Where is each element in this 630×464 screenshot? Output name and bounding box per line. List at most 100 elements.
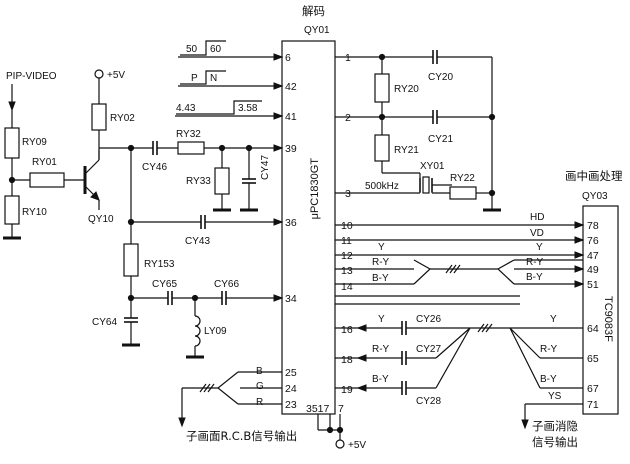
- svg-text:RY02: RY02: [110, 113, 135, 124]
- svg-text:3: 3: [345, 188, 351, 200]
- svg-text:RY01: RY01: [32, 157, 57, 168]
- svg-text:14: 14: [341, 281, 353, 293]
- svg-text:CY26: CY26: [416, 314, 441, 325]
- svg-text:RY20: RY20: [394, 84, 419, 95]
- svg-text:34: 34: [285, 293, 297, 305]
- svg-text:HD: HD: [530, 212, 544, 223]
- svg-text:23: 23: [285, 399, 297, 411]
- svg-text:Y: Y: [536, 242, 543, 253]
- inductor-LY09: [194, 315, 201, 347]
- svg-text:RY33: RY33: [186, 176, 211, 187]
- svg-text:CY21: CY21: [428, 134, 453, 145]
- svg-text:13: 13: [341, 265, 353, 277]
- capacitor-CY47-label: CY47: [260, 155, 271, 180]
- decoder-part: μPC1830GT: [309, 158, 321, 220]
- decoder-ic-body: [281, 40, 336, 415]
- svg-text:76: 76: [587, 235, 599, 247]
- svg-text:G: G: [256, 381, 264, 392]
- svg-text:500kHz: 500kHz: [365, 181, 399, 192]
- svg-text:Y: Y: [378, 314, 385, 325]
- svg-text:B-Y: B-Y: [526, 272, 543, 283]
- control-input-6: 50 60: [178, 40, 284, 61]
- resistor-RY22: [449, 186, 477, 200]
- svg-text:10: 10: [341, 220, 353, 232]
- pip-title: 画中画处理: [565, 169, 623, 183]
- svg-text:B-Y: B-Y: [372, 273, 389, 284]
- svg-text:47: 47: [587, 250, 599, 262]
- svg-text:1: 1: [345, 52, 351, 64]
- resistor-RY01: [29, 172, 65, 188]
- svg-text:36: 36: [285, 217, 297, 229]
- svg-text:B-Y: B-Y: [372, 374, 389, 385]
- svg-text:RY09: RY09: [22, 137, 47, 148]
- svg-text:R-Y: R-Y: [540, 344, 558, 355]
- decoder-title: 解码: [302, 4, 325, 18]
- svg-text:CY66: CY66: [214, 279, 239, 290]
- pip-ic-body: [582, 205, 619, 415]
- pip-ref: QY03: [582, 191, 608, 202]
- svg-text:24: 24: [285, 383, 297, 395]
- svg-text:64: 64: [587, 323, 599, 335]
- svg-text:RY153: RY153: [144, 259, 175, 270]
- svg-text:12: 12: [341, 250, 353, 262]
- svg-text:RY22: RY22: [450, 173, 475, 184]
- svg-text:CY65: CY65: [152, 279, 177, 290]
- svg-text:18: 18: [341, 354, 353, 366]
- blank-output-label-2: 信号输出: [532, 435, 578, 449]
- resistor-RY32: [177, 141, 205, 155]
- svg-text:16: 16: [341, 324, 353, 336]
- svg-text:Y: Y: [378, 242, 385, 253]
- svg-text:65: 65: [587, 353, 599, 365]
- blank-output-label-1: 子画消隐: [532, 419, 578, 433]
- pip-part: TC9083F: [602, 296, 614, 342]
- svg-text:60: 60: [210, 44, 222, 55]
- svg-text:N: N: [210, 73, 217, 84]
- svg-text:CY43: CY43: [185, 236, 210, 247]
- svg-text:+5V: +5V: [107, 70, 125, 81]
- svg-text:4.43: 4.43: [176, 103, 196, 114]
- svg-text:67: 67: [587, 383, 599, 395]
- svg-text:RY32: RY32: [176, 129, 201, 140]
- svg-text:2: 2: [345, 112, 351, 124]
- svg-text:R-Y: R-Y: [372, 344, 390, 355]
- svg-text:RY10: RY10: [22, 207, 47, 218]
- plus5v-top-terminal: [94, 69, 104, 79]
- svg-text:78: 78: [587, 220, 599, 232]
- svg-text:3.58: 3.58: [238, 103, 258, 114]
- svg-text:49: 49: [587, 264, 599, 276]
- resistor-RY10: [4, 195, 20, 225]
- plus5v-bottom-terminal: [335, 439, 345, 449]
- resistor-RY21: [374, 134, 390, 162]
- transistor-QY10: [83, 150, 100, 210]
- resistor-RY20: [374, 73, 390, 103]
- svg-text:19: 19: [341, 384, 353, 396]
- svg-text:XY01: XY01: [420, 161, 445, 172]
- svg-text:R-Y: R-Y: [526, 257, 544, 268]
- decoder-ref: QY01: [304, 25, 330, 36]
- svg-text:CY28: CY28: [416, 396, 441, 407]
- svg-text:42: 42: [285, 81, 297, 93]
- svg-text:VD: VD: [530, 228, 544, 239]
- crystal-XY01: [419, 176, 433, 194]
- control-input-42: P N: [178, 70, 284, 90]
- svg-text:+5V: +5V: [348, 440, 366, 451]
- svg-text:P: P: [191, 73, 198, 84]
- svg-text:R: R: [256, 397, 263, 408]
- svg-text:RY21: RY21: [394, 145, 419, 156]
- resistor-RY02: [91, 103, 107, 131]
- svg-text:41: 41: [285, 111, 297, 123]
- resistor-RY153: [123, 243, 139, 277]
- svg-text:CY64: CY64: [92, 317, 117, 328]
- svg-text:CY46: CY46: [142, 162, 167, 173]
- svg-text:6: 6: [285, 52, 291, 64]
- svg-text:25: 25: [285, 367, 297, 379]
- svg-text:B-Y: B-Y: [540, 374, 557, 385]
- svg-text:LY09: LY09: [204, 326, 227, 337]
- svg-text:Y: Y: [550, 314, 557, 325]
- svg-text:YS: YS: [548, 391, 562, 402]
- resistor-RY33: [214, 167, 230, 195]
- svg-text:CY20: CY20: [428, 72, 453, 83]
- svg-text:QY10: QY10: [88, 214, 114, 225]
- control-input-41: 4.43 3.58: [175, 100, 284, 120]
